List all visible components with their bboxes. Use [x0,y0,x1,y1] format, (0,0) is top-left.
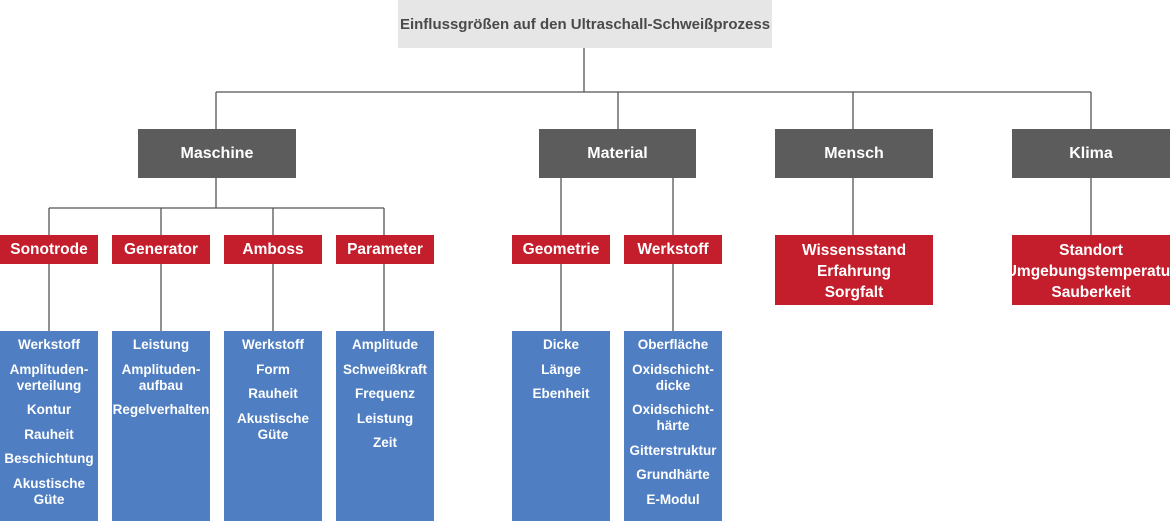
factors-klima: Standort Umgebungstemperatur Sauberkeit [1006,235,1170,305]
leaf-item: Leistung [132,337,190,352]
category-label: Material [587,144,648,162]
leaf-item: Form [256,361,290,377]
factor-item: Umgebungstemperatur [1005,263,1170,280]
leaf-item: Amplituden-verteilung [9,361,89,393]
leaf-item: Amplitude [352,337,418,352]
leaf-item: Regelverhalten [112,402,210,417]
subcategory-label: Sonotrode [10,240,88,258]
subcategory-generator: Generator [112,235,210,264]
subcategory-label: Geometrie [522,240,600,258]
subcategory-label: Werkstoff [637,240,709,258]
subcategory-parameter: Parameter [336,235,434,264]
leaf-item: Beschichtung [4,451,94,466]
subcategory-label: Amboss [242,240,304,258]
category-klima: Klima [1012,129,1170,178]
subcategory-werkstoff: Werkstoff [624,235,722,264]
leaf-item: Kontur [26,402,72,417]
category-label: Maschine [180,144,254,162]
factor-item: Erfahrung [816,263,892,280]
leaf-item: Amplituden-aufbau [121,361,201,393]
category-material: Material [539,129,696,178]
leaf-item: Rauheit [248,386,298,401]
category-label: Klima [1069,144,1113,162]
factor-item: Wissensstand [801,242,907,259]
subcategory-label: Parameter [347,240,423,258]
category-maschine: Maschine [138,129,296,178]
subcategory-sonotrode: Sonotrode [0,235,98,264]
factors-mensch: Wissensstand Erfahrung Sorgfalt [775,235,933,305]
leaf-item: Schweißkraft [342,361,428,377]
leaf-item: Oxidschicht-härte [632,402,714,433]
leaf-item: Werkstoff [17,337,80,352]
root-title: Einflussgrößen auf den Ultraschall-Schwe… [399,15,771,33]
leaf-item: Ebenheit [532,386,590,401]
leaf-item: Grundhärte [636,467,710,482]
leaf-item: Frequenz [354,386,415,401]
leaf-item: Länge [541,361,581,377]
subcategory-amboss: Amboss [224,235,322,264]
category-mensch: Mensch [775,129,933,178]
leaf-item: E-Modul [646,491,700,507]
leaf-item: Leistung [356,410,414,426]
subcategory-label: Generator [123,240,199,258]
factor-item: Sauberkeit [1051,284,1131,301]
leaf-item: Rauheit [24,426,74,442]
factor-item: Sorgfalt [824,284,884,301]
leaf-item: Zeit [372,435,397,450]
leaf-item: Gitterstruktur [629,442,717,458]
subcategory-geometrie: Geometrie [512,235,610,264]
root-node: Einflussgrößen auf den Ultraschall-Schwe… [398,0,772,48]
leaf-item: Dicke [542,337,580,352]
factor-item: Standort [1059,242,1123,259]
leaf-item: Oberfläche [637,337,709,352]
leaf-item: Oxidschicht-dicke [632,361,714,393]
leaf-item: Werkstoff [241,337,304,352]
category-label: Mensch [824,144,884,162]
